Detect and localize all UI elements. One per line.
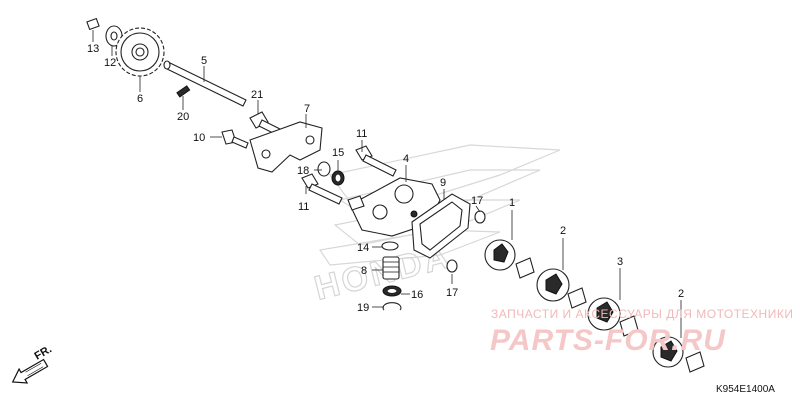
- direction-label: FR.: [33, 343, 54, 362]
- part-3-rotor-set[interactable]: [587, 297, 639, 337]
- diagram-code: K954E1400A: [716, 384, 775, 395]
- callout-21: 21: [251, 89, 263, 101]
- watermark-site: PARTS-FOR.RU: [490, 324, 726, 357]
- callout-7: 7: [304, 103, 310, 115]
- part-5-shaft[interactable]: [163, 60, 247, 107]
- callout-19: 19: [357, 302, 369, 314]
- part-8-strainer[interactable]: [382, 256, 400, 280]
- part-17-dowel-upper[interactable]: [474, 210, 486, 224]
- callout-12: 12: [104, 57, 116, 69]
- callout-13: 13: [87, 43, 99, 55]
- callout-11-lower: 11: [298, 201, 309, 213]
- part-14-washer[interactable]: [381, 241, 399, 251]
- fr-arrow-icon: [11, 358, 49, 384]
- part-1-rotor-set[interactable]: [484, 239, 535, 279]
- callout-5: 5: [201, 55, 207, 67]
- callouts: 13 12 6 20 5 21 7 10 11 15 18 11 4 9 17 …: [87, 43, 684, 314]
- part-10-bolt[interactable]: [221, 129, 249, 149]
- part-11-bolt-lower[interactable]: [301, 173, 343, 205]
- callout-16: 16: [411, 289, 423, 301]
- callout-17-upper: 17: [471, 195, 483, 207]
- callout-2-upper: 2: [560, 225, 566, 237]
- callout-3: 3: [617, 256, 623, 268]
- callout-2-lower: 2: [678, 288, 684, 300]
- callout-15: 15: [332, 147, 344, 159]
- part-13-clip[interactable]: [86, 17, 100, 31]
- part-2-rotor-set-b[interactable]: [652, 336, 705, 373]
- callout-20: 20: [177, 111, 189, 123]
- callout-10: 10: [193, 132, 205, 144]
- callout-6: 6: [137, 93, 143, 105]
- part-16-oring[interactable]: [382, 285, 402, 297]
- callout-8: 8: [361, 265, 367, 277]
- part-2-rotor-set-a[interactable]: [536, 268, 587, 309]
- callout-14: 14: [357, 242, 369, 254]
- part-20-pin[interactable]: [176, 85, 191, 98]
- part-11-bolt-upper[interactable]: [355, 145, 397, 177]
- callout-11-upper: 11: [356, 128, 367, 140]
- part-12-washer[interactable]: [105, 25, 123, 47]
- callout-1: 1: [509, 197, 515, 209]
- part-17-dowel-lower[interactable]: [446, 259, 458, 273]
- part-9-gasket[interactable]: [411, 193, 471, 259]
- callout-9: 9: [440, 177, 446, 189]
- part-19-clip[interactable]: [382, 302, 402, 311]
- callout-18: 18: [297, 165, 309, 177]
- watermark-caption: ЗАПЧАСТИ И АКСЕССУАРЫ ДЛЯ МОТОТЕХНИКИ: [491, 307, 793, 321]
- part-18-collar[interactable]: [317, 161, 331, 177]
- part-15-oring[interactable]: [331, 170, 345, 186]
- callout-4: 4: [403, 153, 409, 165]
- leader-lines: [92, 30, 682, 338]
- part-6-gear[interactable]: [115, 27, 165, 77]
- watermark: ЗАПЧАСТИ И АКСЕССУАРЫ ДЛЯ МОТОТЕХНИКИ PA…: [490, 307, 793, 357]
- callout-17-lower: 17: [446, 287, 458, 299]
- part-7-bracket[interactable]: [249, 121, 323, 173]
